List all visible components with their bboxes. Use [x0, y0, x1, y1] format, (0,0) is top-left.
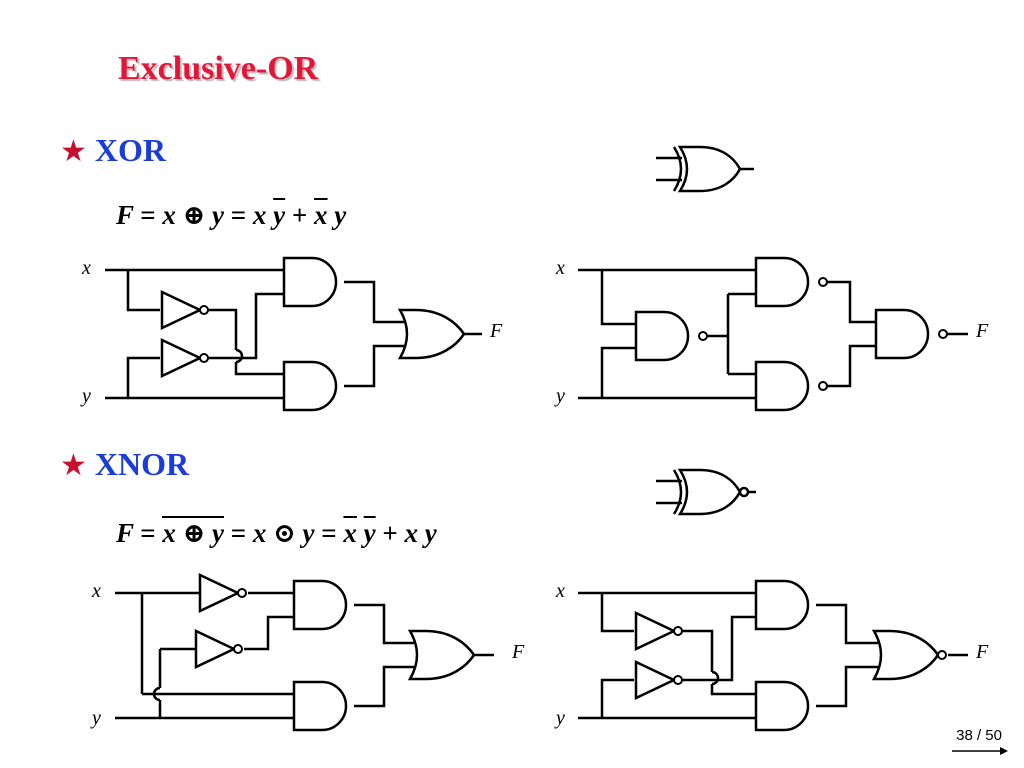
- xor-bullet: ★XOR: [60, 132, 166, 169]
- formula-y: y: [302, 518, 315, 548]
- formula-x: x: [252, 200, 267, 230]
- next-arrow-icon[interactable]: [950, 744, 1010, 758]
- nand-gate-icon: [754, 360, 828, 412]
- not-gate-icon: [160, 290, 210, 330]
- or-gate-icon: [398, 308, 466, 360]
- formula-equals: =: [230, 200, 247, 230]
- formula-oplus: ⊕: [182, 518, 206, 548]
- input-label-x: x: [556, 580, 565, 602]
- formula-y: y: [212, 518, 225, 548]
- xor-gate-symbol-icon: [656, 145, 754, 193]
- formula-f: F: [116, 518, 134, 548]
- formula-x: x: [162, 200, 176, 230]
- and-gate-icon: [282, 256, 338, 308]
- input-label-x: x: [92, 580, 101, 602]
- input-label-y: y: [82, 385, 91, 407]
- formula-y: y: [212, 200, 225, 230]
- xor-and-or-circuit: [105, 268, 482, 400]
- formula-odot: ⊙: [273, 518, 296, 548]
- and-gate-icon: [282, 360, 338, 412]
- nand-gate-icon: [634, 310, 708, 362]
- formula-y-complement: y: [273, 200, 286, 230]
- and-gate-icon: [754, 579, 810, 631]
- xnor-and-or-circuit: [115, 591, 494, 720]
- and-gate-icon: [292, 579, 348, 631]
- formula-plus: +: [291, 200, 308, 230]
- output-label-f: F: [512, 641, 525, 663]
- formula-y: y: [334, 200, 347, 230]
- not-gate-icon: [194, 629, 244, 669]
- xnor-nor-circuit: [578, 591, 968, 720]
- input-label-y: y: [556, 385, 565, 407]
- formula-xor-complement: x ⊕ y: [162, 516, 225, 548]
- nand-gate-icon: [754, 256, 828, 308]
- formula-x: x: [252, 518, 267, 548]
- xor-heading: XOR: [94, 132, 167, 168]
- output-label-f: F: [976, 320, 989, 342]
- page-number: 38 / 50: [956, 727, 1002, 744]
- formula-x-complement: x: [343, 518, 357, 548]
- xnor-formula: F = x ⊕ y = x ⊙ y = x y + x y: [116, 516, 437, 549]
- formula-x: x: [404, 518, 419, 548]
- or-gate-icon: [408, 629, 476, 681]
- slide-title: Exclusive-OR: [118, 50, 319, 87]
- formula-equals: =: [321, 518, 337, 548]
- input-label-y: y: [556, 707, 565, 729]
- formula-x: x: [162, 518, 176, 548]
- input-label-x: x: [82, 257, 91, 279]
- input-label-y: y: [92, 707, 101, 729]
- output-label-f: F: [490, 320, 503, 342]
- and-gate-icon: [292, 680, 348, 732]
- formula-oplus: ⊕: [182, 200, 206, 230]
- nand-gate-icon: [874, 308, 948, 360]
- star-icon: ★: [60, 449, 87, 482]
- xor-formula: F = x ⊕ y = x y + x y: [116, 200, 346, 231]
- formula-plus: +: [382, 518, 398, 548]
- formula-y: y: [424, 518, 437, 548]
- xor-nand-circuit: [578, 268, 968, 400]
- output-label-f: F: [976, 641, 989, 663]
- not-gate-icon: [634, 660, 684, 700]
- input-label-x: x: [556, 257, 565, 279]
- not-gate-icon: [198, 573, 248, 613]
- and-gate-icon: [754, 680, 810, 732]
- formula-f: F: [116, 200, 134, 230]
- not-gate-icon: [160, 338, 210, 378]
- star-icon: ★: [60, 135, 87, 168]
- formula-equals: =: [230, 518, 247, 548]
- xnor-gate-symbol-icon: [656, 468, 756, 516]
- nor-gate-icon: [872, 629, 947, 681]
- formula-equals: =: [140, 518, 156, 548]
- formula-x-complement: x: [314, 200, 328, 230]
- formula-equals: =: [140, 200, 156, 230]
- not-gate-icon: [634, 611, 684, 651]
- formula-y-complement: y: [363, 518, 376, 548]
- xnor-bullet: ★XNOR: [60, 446, 189, 483]
- xnor-heading: XNOR: [94, 446, 190, 482]
